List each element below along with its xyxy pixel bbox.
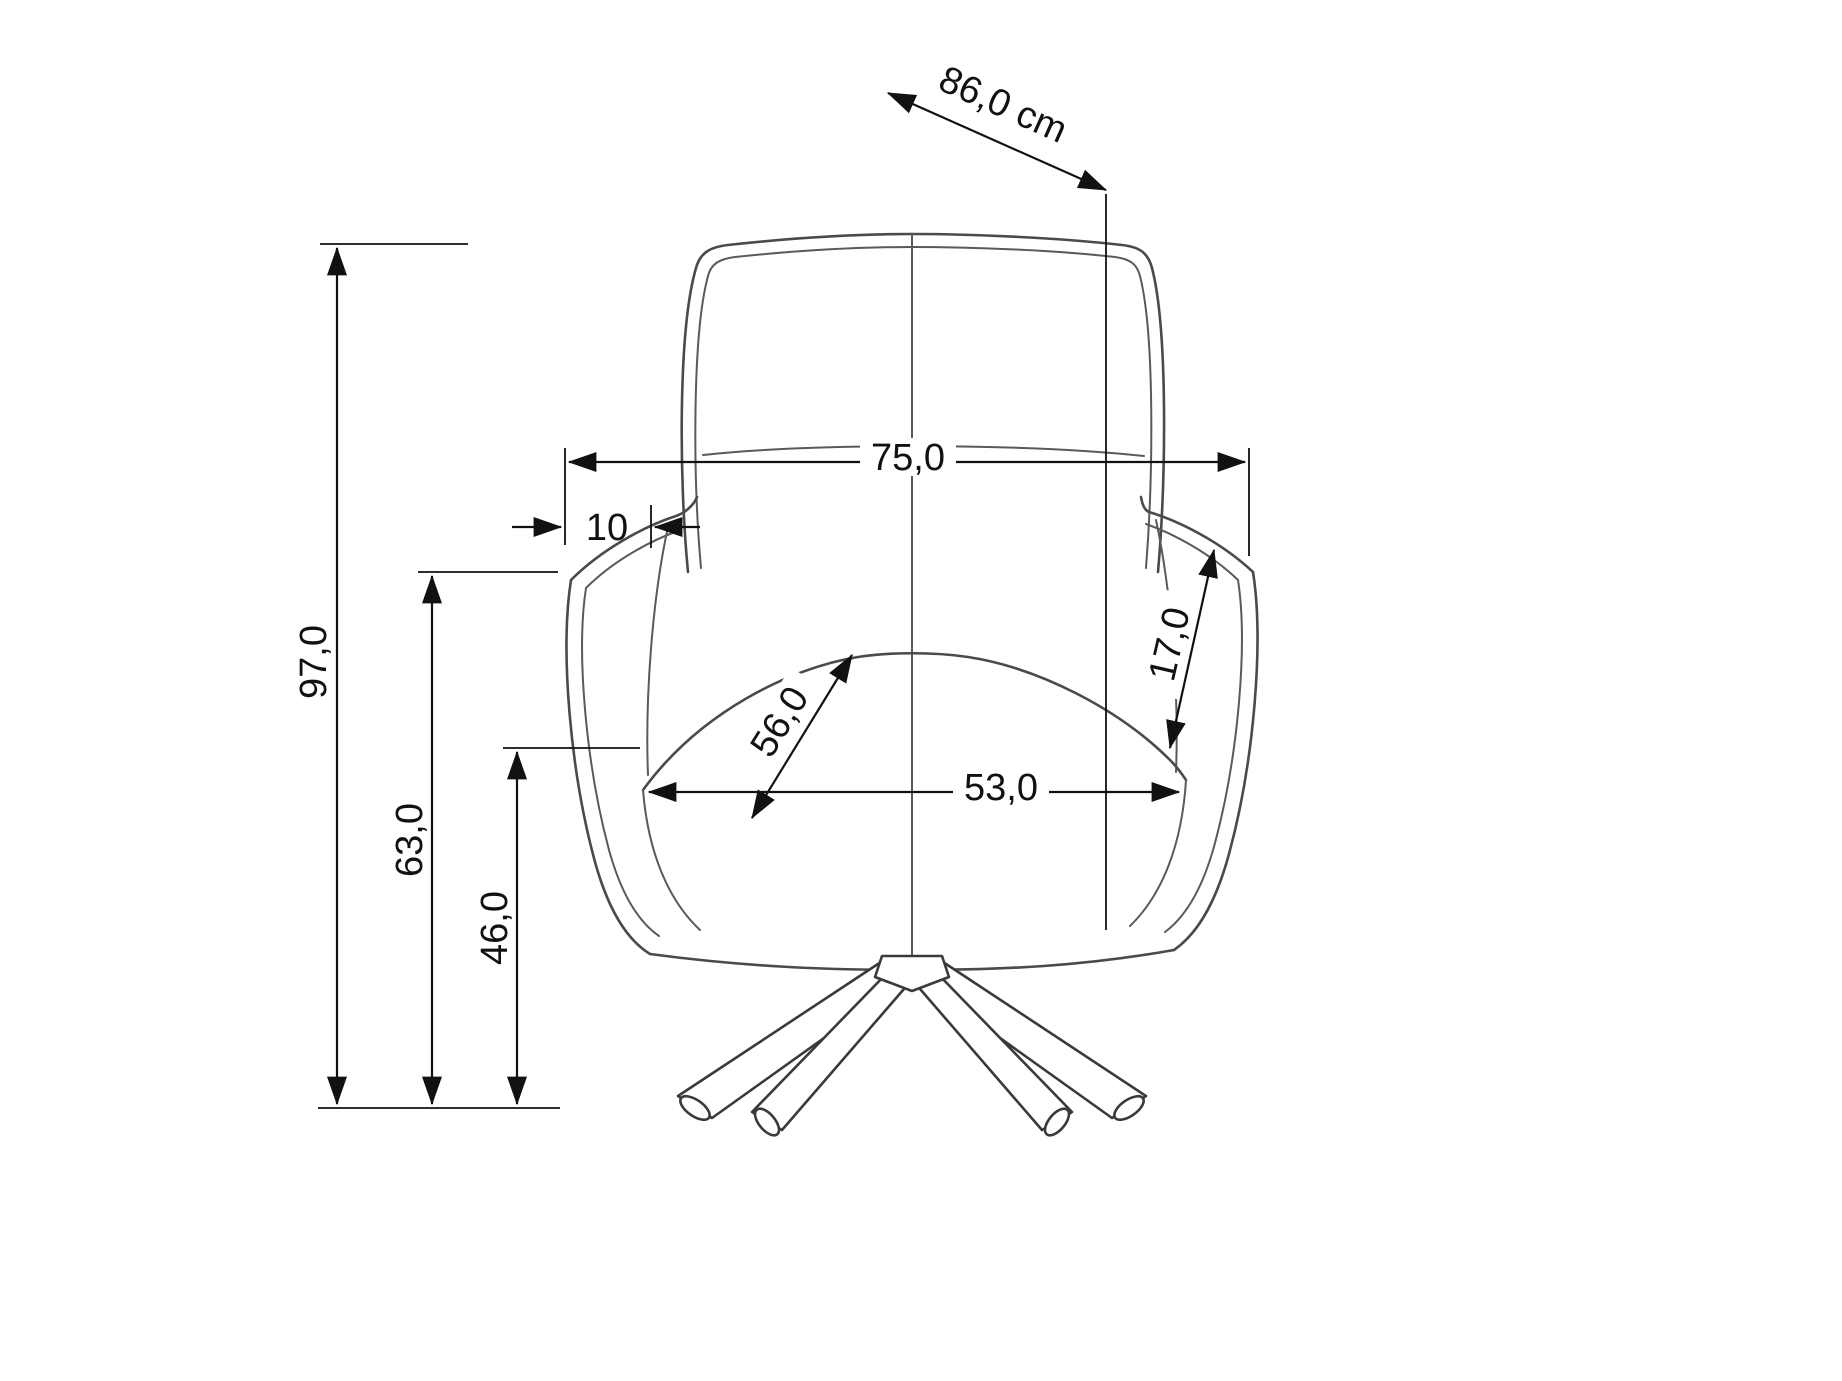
dimension-seat-depth: 56,0 <box>735 653 853 820</box>
dimension-armrest-height: 63,0 <box>389 571 558 1106</box>
chair-foot-inner-left <box>753 1107 781 1137</box>
chair-right-armrest-top <box>1139 495 1255 574</box>
dimension-total-height-label: 97,0 <box>293 625 335 699</box>
chair-seat-crease-right <box>1129 779 1187 927</box>
dimension-depth-line <box>886 91 1108 192</box>
dimension-depth-label: 86,0 cm <box>933 58 1074 151</box>
dimension-backrest-offset-label: 10 <box>586 507 628 549</box>
dimension-armrest-thickness-label: 17,0 <box>1141 603 1199 685</box>
dimension-seat-width: 53,0 <box>647 767 1181 809</box>
dimension-seat-height: 46,0 <box>474 747 640 1106</box>
chair-left-armrest-outer <box>565 578 652 956</box>
chair-base-hub <box>873 954 951 993</box>
chair-foot-outer-left <box>679 1094 711 1122</box>
dimension-armrest-thickness: 17,0 <box>1138 548 1218 750</box>
chair-backrest-outline <box>680 232 1166 574</box>
chair-seat-cushion-top <box>641 651 1188 792</box>
dimension-total-height: 97,0 <box>293 243 560 1109</box>
chair-foot-outer-right <box>1113 1094 1145 1122</box>
chair-left-armrest-piping <box>581 587 660 937</box>
chair-right-armrest-outer <box>1172 570 1259 952</box>
dimension-seat-width-label: 53,0 <box>964 767 1038 809</box>
chair-right-armrest-piping <box>1164 579 1243 933</box>
chair-drawing <box>565 232 1259 1137</box>
chair-left-armrest-inner <box>646 526 669 776</box>
dimension-armrest-thickness-line <box>1166 548 1218 750</box>
dimension-backrest-offset: 10 <box>512 505 700 549</box>
chair-seat-crease-left <box>642 789 701 931</box>
dimension-seat-height-label: 46,0 <box>474 891 516 965</box>
dimension-armrest-height-label: 63,0 <box>389 803 431 877</box>
dimension-overall-width: 75,0 <box>564 437 1250 556</box>
chair-backrest-piping <box>694 246 1153 569</box>
chair-foot-inner-right <box>1043 1107 1071 1137</box>
dimension-overall-width-label-mask <box>860 438 956 476</box>
dimension-overall-width-label: 75,0 <box>871 437 945 479</box>
chair-right-armrest-piping-top <box>1145 523 1239 581</box>
dimension-seat-width-label-mask <box>953 768 1049 806</box>
